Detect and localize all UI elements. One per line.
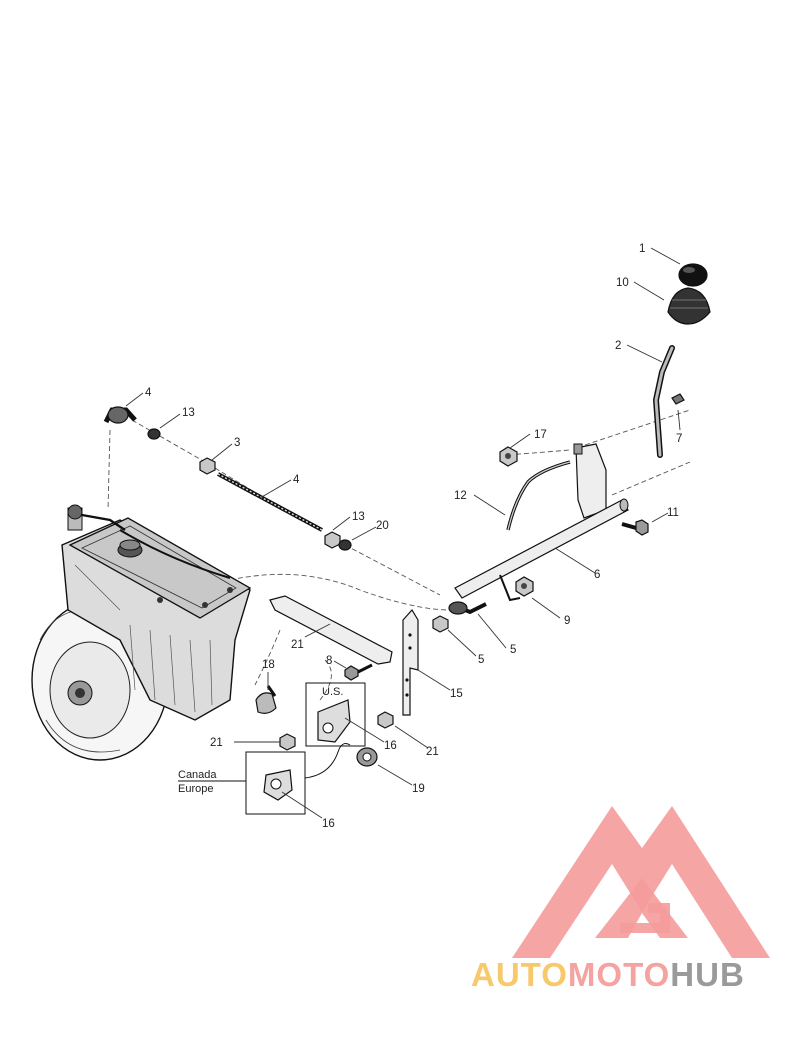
canada-europe-variant-box <box>245 751 306 815</box>
canada-label: Canada <box>178 769 217 781</box>
callout-4-top: 3 <box>234 437 240 449</box>
brand-moto: MOTO <box>567 956 671 993</box>
callout-15: 15 <box>450 688 463 700</box>
callout-21-b: 21 <box>426 746 439 758</box>
callout-1: 1 <box>639 243 645 255</box>
ball-joint-left <box>107 406 129 424</box>
us-variant-box <box>305 682 366 747</box>
parts <box>103 263 711 801</box>
brand-hub: HUB <box>670 956 745 993</box>
callout-5-left: 4 <box>145 387 152 399</box>
callout-20: 21 <box>291 639 304 651</box>
threaded-rod <box>217 472 323 532</box>
callout-19: 19 <box>412 783 425 795</box>
locknut-13-lower <box>338 539 352 551</box>
callout-13-lower: 20 <box>376 520 389 532</box>
engine-assembly <box>31 504 252 761</box>
ball-joint-right <box>448 601 468 615</box>
bracket-16-us <box>317 699 351 743</box>
callout-11: 11 <box>667 507 679 519</box>
bushing-18 <box>255 692 277 714</box>
callout-10: 10 <box>616 277 629 289</box>
shift-knob <box>678 263 708 287</box>
callout-21-a: 5 <box>478 654 484 666</box>
shift-boot <box>667 287 711 325</box>
assembly-dashed-lines <box>107 409 691 701</box>
callout-13-top: 13 <box>182 407 195 419</box>
nut-21-c <box>279 733 296 751</box>
callout-4-lower: 13 <box>352 511 365 523</box>
locknut-13-top <box>147 428 161 440</box>
watermark-brand: AUTOMOTOHUB <box>471 955 800 995</box>
us-label: U.S. <box>322 686 343 698</box>
support-bracket <box>402 608 419 716</box>
callout-9: 9 <box>564 615 570 627</box>
shift-tube <box>454 499 629 599</box>
callout-17: 17 <box>534 429 547 441</box>
callout-3: 4 <box>293 474 300 486</box>
callout-12: 12 <box>454 490 467 502</box>
callout-8: 8 <box>326 655 332 667</box>
europe-label: Europe <box>178 783 213 795</box>
lever-fitting <box>671 393 685 405</box>
callout-numbers: 1 10 2 7 17 12 11 6 9 5 4 13 3 4 13 20 2… <box>145 243 682 830</box>
nut-4-top <box>199 457 216 475</box>
engine-cover <box>68 517 252 619</box>
shift-cable <box>506 460 571 531</box>
callout-7: 7 <box>676 433 682 445</box>
callout-16-canada: 16 <box>322 818 335 830</box>
leader-lines <box>125 247 681 819</box>
watermark-logo <box>512 806 770 958</box>
linkage-bar <box>269 595 393 665</box>
callout-21-c: 21 <box>210 737 223 749</box>
callout-2: 2 <box>615 340 621 352</box>
nut-21-a <box>432 615 449 633</box>
nut-4-lower <box>324 531 341 549</box>
callout-5-right: 5 <box>510 644 516 656</box>
callout-6: 6 <box>594 569 600 581</box>
bolt-11 <box>635 519 649 536</box>
callout-16-us: 16 <box>384 740 397 752</box>
callout-18: 18 <box>262 659 275 671</box>
brand-auto: AUTO <box>471 956 568 993</box>
lever-housing <box>575 443 607 519</box>
bolt-8 <box>344 665 359 681</box>
nut-21-b <box>377 711 394 729</box>
